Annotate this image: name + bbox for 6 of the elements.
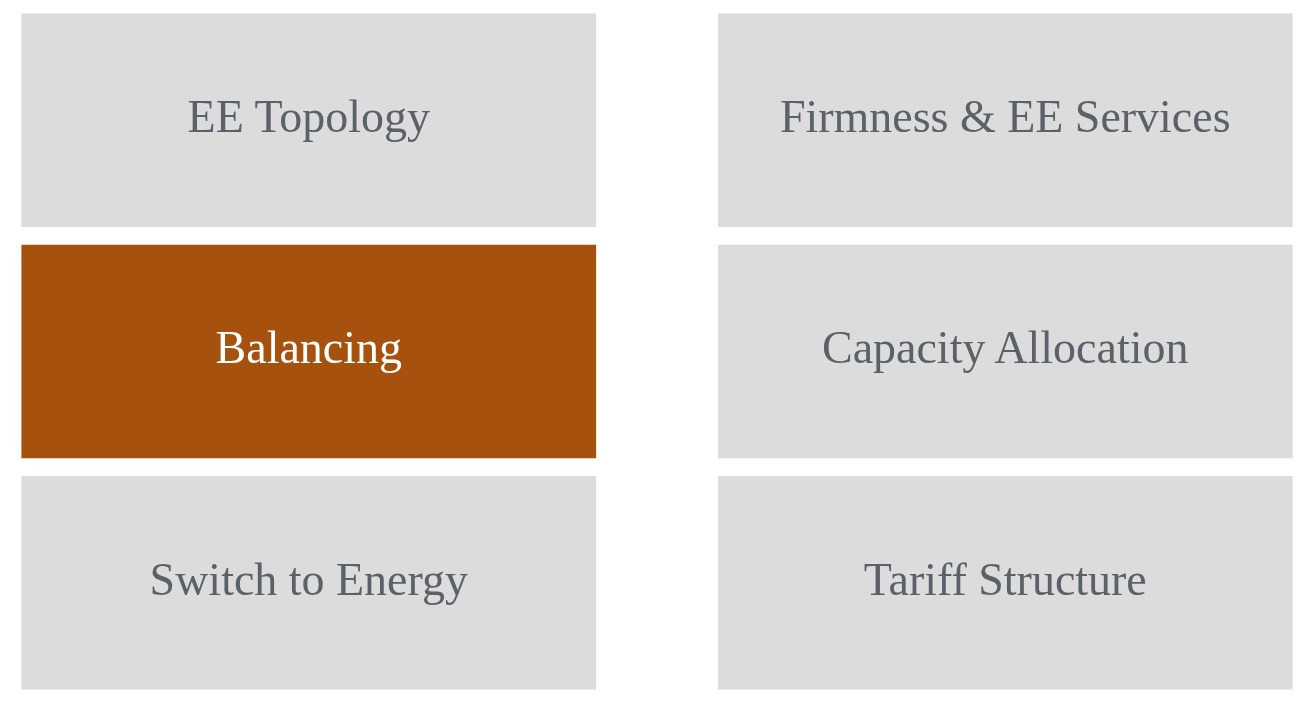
node-box: Switch to Energy	[20, 475, 596, 690]
node-box: Balancing	[20, 244, 596, 459]
node-box: Tariff Structure	[717, 475, 1293, 690]
node-box: Firmness & EE Services	[717, 13, 1293, 228]
node-box: Capacity Allocation	[717, 244, 1293, 459]
node-box: EE Topology	[20, 13, 596, 228]
